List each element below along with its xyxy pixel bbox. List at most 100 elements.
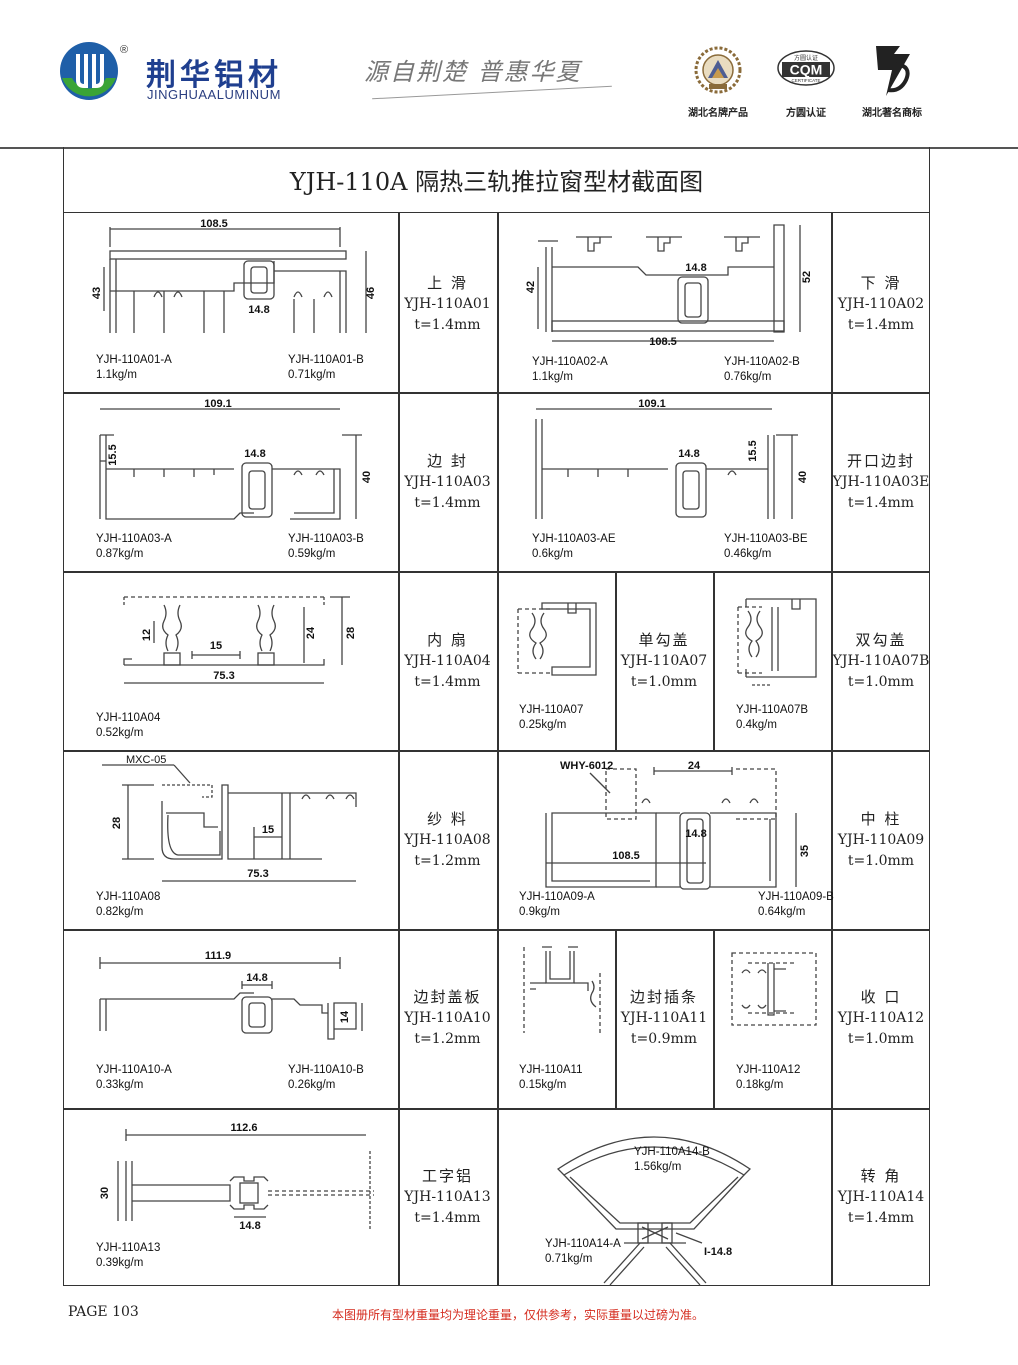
part-weight: 0.4kg/m (736, 719, 777, 731)
part-caption: YJH-110A02-B 0.76kg/m (724, 355, 800, 385)
part-caption: YJH-110A09-A 0.9kg/m (519, 890, 595, 920)
profile-drawing-a07 (512, 595, 602, 685)
profile-drawing-a02: 42 14.8 52 108.5 (525, 217, 818, 348)
part-code: YJH-110A03-A (96, 533, 172, 545)
profile-name: 边封插条 (629, 988, 698, 1006)
profile-drawing-a13: 112.6 30 14.8 (94, 1121, 384, 1232)
profile-thickness: t=1.4mm (847, 317, 915, 333)
profile-name: 边 封 (427, 452, 468, 470)
dim-height: 30 (99, 1187, 111, 1199)
profile-thickness: t=1.0mm (630, 674, 698, 690)
profile-thickness: t=1.2mm (414, 1031, 481, 1047)
profile-drawing-a04: 12 15 24 28 75.3 (104, 585, 364, 695)
profile-code: YJH-110A09 (837, 832, 925, 848)
part-code: YJH-110A03-B (288, 533, 364, 545)
col-divider (497, 213, 499, 1286)
cert-caption: 方圆认证 (786, 108, 826, 119)
part-caption: YJH-110A10-A 0.33kg/m (96, 1063, 172, 1093)
dim-width: 109.1 (638, 398, 666, 410)
profile-thickness: t=1.2mm (414, 853, 481, 869)
part-code: YJH-110A01-A (96, 354, 172, 366)
part-weight: 0.25kg/m (519, 719, 567, 731)
profile-table: YJH-110A 隔热三轨推拉窗型材截面图 (63, 147, 930, 1286)
part-caption: YJH-110A04 0.52kg/m (96, 711, 160, 741)
dim-i-beam: I-14.8 (704, 1246, 732, 1258)
profile-drawing-a14: I-14.8 (544, 1115, 784, 1286)
profile-drawing-a09: WHY-6012 24 14.8 108.5 35 (526, 759, 822, 893)
profile-drawing-a01: 108.5 43 46 14.8 (91, 218, 384, 341)
part-weight: 0.9kg/m (519, 906, 560, 918)
part-caption: YJH-110A11 0.15kg/m (519, 1063, 583, 1093)
part-weight: 0.52kg/m (96, 727, 144, 739)
row-divider (64, 750, 929, 752)
brand-name-cn: 荆华铝材 (146, 58, 282, 93)
jinghua-logo (58, 40, 120, 102)
profile-label-a03e: 开口边封 YJH-110A03E t=1.4mm (831, 451, 931, 514)
part-caption: YJH-110A10-B 0.26kg/m (288, 1063, 364, 1093)
profile-code: YJH-110A01 (404, 296, 491, 312)
part-weight: 0.59kg/m (288, 548, 336, 560)
cqm-mark-bottom: CERTIFICATE (791, 78, 820, 83)
dim-width: 111.9 (205, 950, 231, 962)
col-divider (615, 929, 617, 1108)
profile-drawing-a03: 109.1 15.5 14.8 40 (94, 398, 384, 529)
dim-width: 108.5 (612, 850, 640, 862)
part-code: YJH-110A10-A (96, 1064, 172, 1076)
profile-drawing-a10: 111.9 14.8 14 (94, 943, 384, 1043)
cert-hubei-brand: 湖北名牌产品 (682, 40, 754, 119)
cqm-certification-badge-icon: CQM 方圆认证 CERTIFICATE (776, 50, 836, 86)
title-row: YJH-110A 隔热三轨推拉窗型材截面图 (64, 147, 929, 213)
profile-code: YJH-110A03 (404, 474, 491, 490)
dim-height: 40 (361, 471, 373, 483)
profile-name: 收 口 (860, 988, 902, 1006)
part-caption: YJH-110A03-BE 0.46kg/m (724, 532, 808, 562)
profile-name: 工字铝 (421, 1167, 473, 1185)
row-divider (64, 571, 929, 573)
header-divider (0, 147, 1018, 149)
part-caption: YJH-110A12 0.18kg/m (736, 1063, 800, 1093)
profile-name: 上 滑 (427, 274, 468, 292)
part-caption: YJH-110A02-A 1.1kg/m (532, 355, 608, 385)
slogan-underline (372, 85, 612, 100)
profile-thickness: t=1.0mm (847, 674, 915, 690)
profile-thickness: t=0.9mm (630, 1031, 698, 1047)
profile-name: 单勾盖 (638, 631, 690, 649)
dim-gap: 15 (210, 640, 222, 652)
profile-label-a07b: 双勾盖 YJH-110A07B t=1.0mm (831, 630, 931, 693)
part-weight: 1.1kg/m (532, 371, 573, 383)
profile-drawing-a12 (728, 949, 822, 1029)
dim-flange: 15.5 (747, 440, 759, 461)
dim-thermal: 14.8 (678, 448, 699, 460)
dim-flange: 15.5 (107, 444, 119, 465)
profile-name: 纱 料 (427, 810, 468, 828)
profile-code: YJH-110A12 (837, 1010, 925, 1026)
part-caption: YJH-110A03-B 0.59kg/m (288, 532, 364, 562)
dim-hook: 12 (141, 629, 153, 641)
dim-width: 75.3 (213, 670, 234, 682)
profile-code: YJH-110A07 (620, 653, 708, 669)
part-weight: 0.15kg/m (519, 1079, 567, 1091)
part-weight: 0.76kg/m (724, 371, 772, 383)
cqm-mark: CQM (790, 62, 823, 78)
part-code: YJH-110A02-A (532, 356, 608, 368)
hubei-brand-badge-icon (694, 46, 742, 94)
part-code: YJH-110A01-B (288, 354, 364, 366)
part-weight: 0.33kg/m (96, 1079, 144, 1091)
page-number: PAGE 103 (68, 1304, 139, 1320)
col-divider (615, 571, 617, 750)
part-caption: YJH-110A09-B 0.64kg/m (758, 890, 834, 920)
profile-code: YJH-110A02 (837, 296, 925, 312)
part-caption: YJH-110A07B 0.4kg/m (736, 703, 808, 733)
profile-thickness: t=1.4mm (414, 1210, 481, 1226)
row-divider (64, 392, 929, 394)
part-code: YJH-110A10-B (288, 1064, 364, 1076)
part-weight: 1.1kg/m (96, 369, 137, 381)
part-code: YJH-110A14-A (545, 1238, 621, 1250)
profile-code: YJH-110A13 (404, 1189, 491, 1205)
part-code: YJH-110A03-AE (532, 533, 616, 545)
dim-thermal: 14.8 (239, 1220, 260, 1232)
part-caption: YJH-110A07 0.25kg/m (519, 703, 583, 733)
profile-code: YJH-110A08 (404, 832, 491, 848)
profile-label-a09: 中 柱 YJH-110A09 t=1.0mm (831, 809, 931, 872)
profile-label-a04: 内 扇 YJH-110A04 t=1.4mm (398, 630, 497, 693)
